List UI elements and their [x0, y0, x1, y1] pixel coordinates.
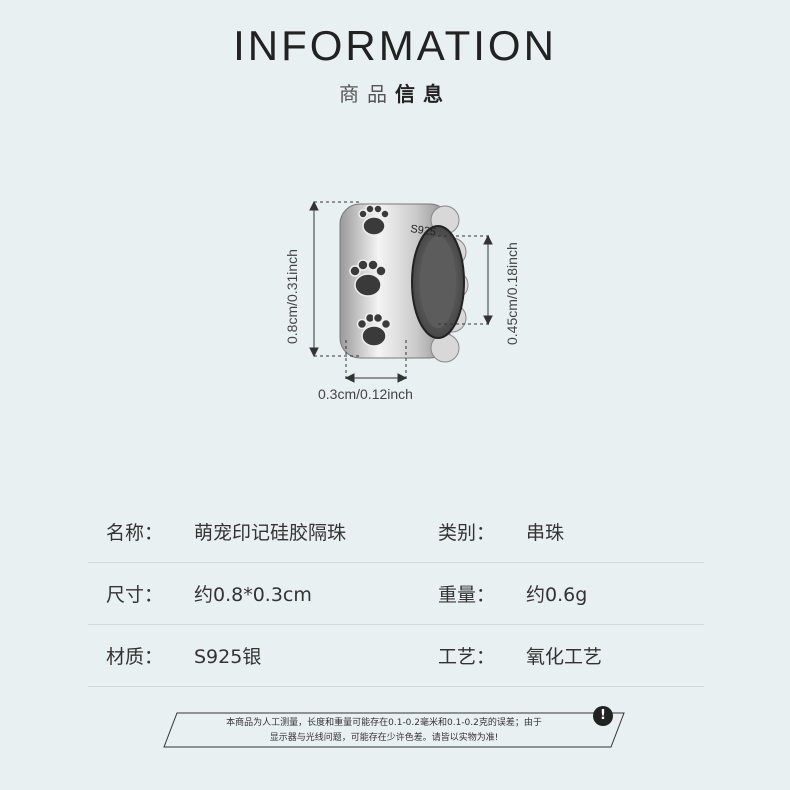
bead-illustration: S925 [309, 200, 493, 383]
spec-value: 约0.6g [526, 584, 588, 606]
height-dimension-label: 0.8cm/0.31inch [284, 249, 300, 344]
spec-label: 名称： [106, 522, 164, 544]
subtitle-bold: 信息 [395, 82, 451, 106]
spec-label: 尺寸： [106, 584, 164, 606]
disclaimer-line-1: 本商品为人工测量，长度和重量可能存在0.1-0.2毫米和0.1-0.2克的误差；… [226, 718, 542, 728]
disclaimer-line-2: 显示器与光线问题，可能存在少许色差。请皆以实物为准! [269, 733, 499, 743]
width-dimension-label: 0.3cm/0.12inch [318, 386, 413, 402]
spec-row: 尺寸： 约0.8*0.3cm 重量： 约0.6g [88, 562, 704, 625]
disclaimer-box: 本商品为人工测量，长度和重量可能存在0.1-0.2毫米和0.1-0.2克的误差；… [163, 706, 625, 748]
spec-row: 材质： S925银 工艺： 氧化工艺 [88, 624, 704, 687]
spec-label: 重量： [438, 584, 496, 606]
engraving-text: S925 [410, 223, 437, 238]
spec-value: 萌宠印记硅胶隔珠 [194, 522, 347, 544]
page-title: INFORMATION [233, 22, 557, 69]
spec-value: 串珠 [526, 522, 565, 544]
spec-value: 氧化工艺 [526, 646, 603, 668]
spec-row: 名称： 萌宠印记硅胶隔珠 类别： 串珠 [88, 500, 704, 563]
spec-label: 类别： [438, 522, 496, 544]
spec-value: S925银 [194, 646, 262, 668]
spec-label: 材质： [106, 646, 164, 668]
disclaimer-text: 本商品为人工测量，长度和重量可能存在0.1-0.2毫米和0.1-0.2克的误差；… [183, 716, 585, 746]
warning-icon: ! [593, 706, 613, 726]
inner-dimension-label: 0.45cm/0.18inch [504, 242, 520, 345]
spec-label: 工艺： [438, 646, 496, 668]
disclaimer-border [163, 712, 625, 748]
subtitle-light: 商品 [339, 82, 395, 106]
page-subtitle: 商品信息 [0, 78, 790, 107]
spec-value: 约0.8*0.3cm [194, 584, 312, 606]
product-image: S925 [270, 190, 530, 410]
